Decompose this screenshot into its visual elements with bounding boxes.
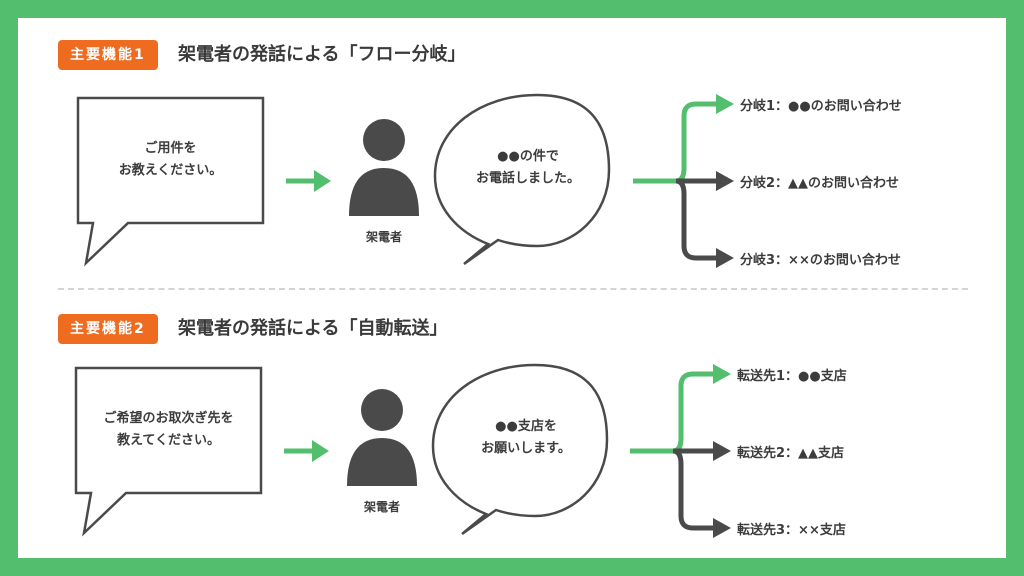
prompt-line: ご希望のお取次ぎ先を — [103, 411, 234, 426]
prompt-line: ご用件を — [144, 141, 197, 156]
feature-badge: 主要機能1 — [58, 40, 158, 70]
branch-arrows — [630, 364, 731, 538]
branch-label-2: 転送先2：▲▲支店 — [737, 446, 845, 461]
arrowhead-icon — [716, 94, 734, 114]
arrowhead-icon — [716, 248, 734, 268]
arrowhead-icon — [713, 441, 731, 461]
green-arrow-icon — [284, 440, 329, 462]
feature-badge: 主要機能2 — [58, 314, 158, 344]
caller-label: 架電者 — [365, 230, 402, 244]
branch-label-2: 分岐2：▲▲のお問い合わせ — [740, 176, 900, 191]
reply-line: ●●の件で — [497, 149, 559, 164]
prompt-text: ご希望のお取次ぎ先を 教えてください。 — [76, 408, 261, 452]
reply-line: お電話しました。 — [475, 171, 580, 186]
arrowhead-icon — [713, 518, 731, 538]
section-title: 架電者の発話による「フロー分岐」 — [178, 44, 466, 65]
reply-speech-bubble — [433, 93, 611, 266]
branch-arrows — [633, 94, 734, 268]
branch-label-3: 転送先3：××支店 — [737, 523, 846, 538]
section1-graphics — [76, 93, 734, 268]
prompt-line: 教えてください。 — [117, 433, 220, 448]
reply-speech-bubble — [431, 363, 609, 536]
prompt-speech-bubble — [76, 96, 265, 267]
reply-line: お願いします。 — [481, 441, 571, 456]
section-title: 架電者の発話による「自動転送」 — [178, 318, 448, 339]
section-flow-branch: 主要機能1 架電者の発話による「フロー分岐」 — [18, 18, 1006, 288]
section2-graphics — [74, 363, 731, 538]
green-arrow-icon — [286, 170, 331, 192]
reply-line: ●●支店を — [495, 419, 557, 434]
caller-person-icon — [347, 389, 417, 486]
caller-label: 架電者 — [363, 500, 400, 514]
arrowhead-icon — [716, 171, 734, 191]
branch-label-1: 転送先1：●●支店 — [737, 369, 847, 384]
diagram-frame: 主要機能1 架電者の発話による「フロー分岐」 — [18, 18, 1006, 558]
reply-text: ●●の件で お電話しました。 — [443, 146, 613, 190]
prompt-text: ご用件を お教えください。 — [78, 138, 263, 182]
branch-label-1: 分岐1：●●のお問い合わせ — [740, 99, 902, 114]
branch-label-3: 分岐3：××のお問い合わせ — [740, 253, 901, 268]
section-auto-transfer: 主要機能2 架電者の発話による「自動転送」 — [18, 288, 1006, 558]
section-divider — [58, 288, 968, 290]
reply-text: ●●支店を お願いします。 — [441, 416, 611, 460]
caller-person-icon — [349, 119, 419, 216]
arrowhead-icon — [713, 364, 731, 384]
prompt-speech-bubble — [74, 366, 263, 537]
prompt-line: お教えください。 — [118, 163, 223, 178]
